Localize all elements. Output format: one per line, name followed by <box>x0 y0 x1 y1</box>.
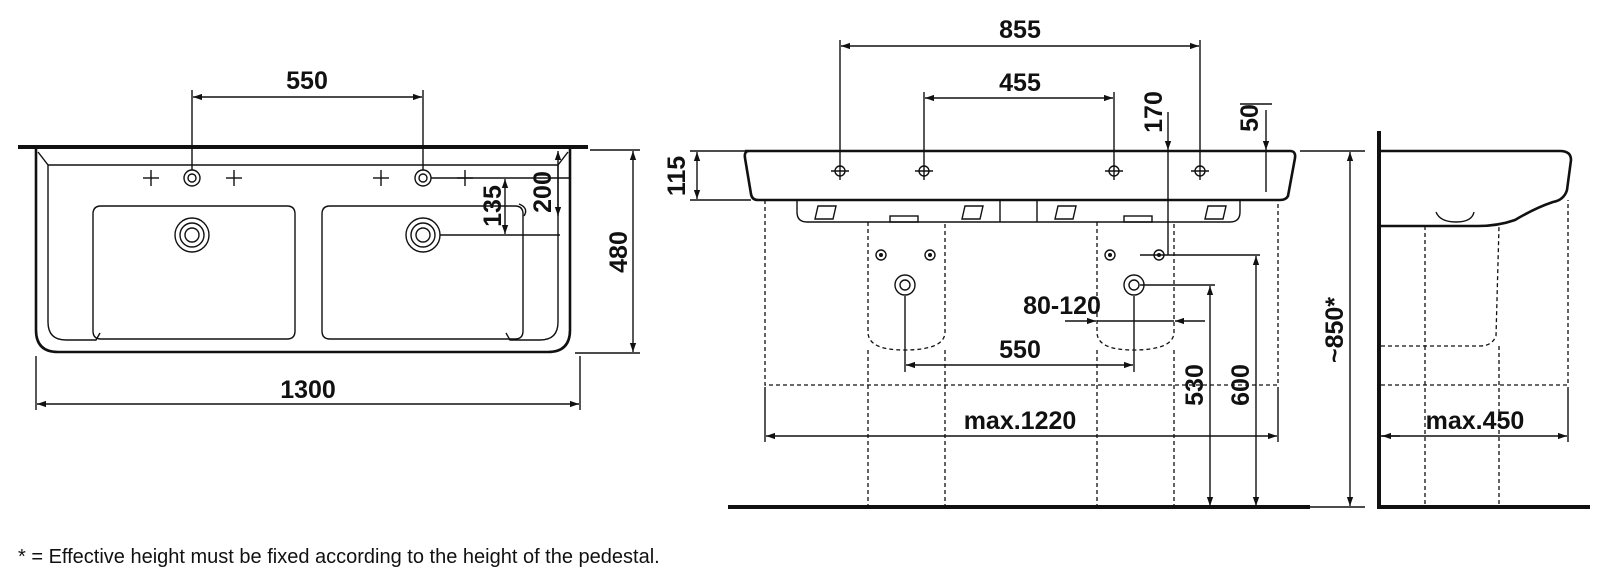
tap-hole-left <box>183 169 201 187</box>
dim-front-600: 600 <box>1227 364 1255 406</box>
dim-top-width: 1300 <box>280 376 336 404</box>
tap-hole-right <box>414 169 432 187</box>
dim-front-115: 115 <box>663 156 691 196</box>
dim-front-50: 50 <box>1236 104 1264 132</box>
dim-top-tap-spacing: 550 <box>286 67 328 95</box>
drain-left <box>174 217 210 253</box>
pedestal-left <box>867 222 946 507</box>
dim-front-waste-spacing: 550 <box>999 336 1041 364</box>
dim-front-width: 855 <box>999 16 1041 44</box>
dim-top-drain-offset: 135 <box>479 185 507 227</box>
optional-hole-marks <box>143 170 473 186</box>
top-view: 550 480 1300 200 135 <box>18 67 640 410</box>
dim-front-530: 530 <box>1181 364 1209 406</box>
dim-top-tap-offset: 200 <box>529 171 557 213</box>
dim-top-depth: 480 <box>605 231 633 273</box>
overflow-tabs <box>814 200 1227 223</box>
front-view: 855 455 170 50 115 80-120 550 max.1220 5… <box>663 16 1365 509</box>
dim-side-max-depth: max.450 <box>1426 407 1525 435</box>
drain-right <box>405 217 441 253</box>
dim-front-hole-spacing: 455 <box>999 69 1041 97</box>
pedestal-right <box>1096 222 1175 507</box>
dim-front-max-width: max.1220 <box>964 407 1077 435</box>
dim-front-80-120: 80-120 <box>1023 292 1101 320</box>
front-tap-holes <box>831 162 1209 180</box>
footnote: * = Effective height must be fixed accor… <box>18 546 660 568</box>
side-view: max.450 <box>1377 131 1590 509</box>
dim-front-height: ~850* <box>1321 297 1349 363</box>
dim-front-170: 170 <box>1140 91 1168 133</box>
